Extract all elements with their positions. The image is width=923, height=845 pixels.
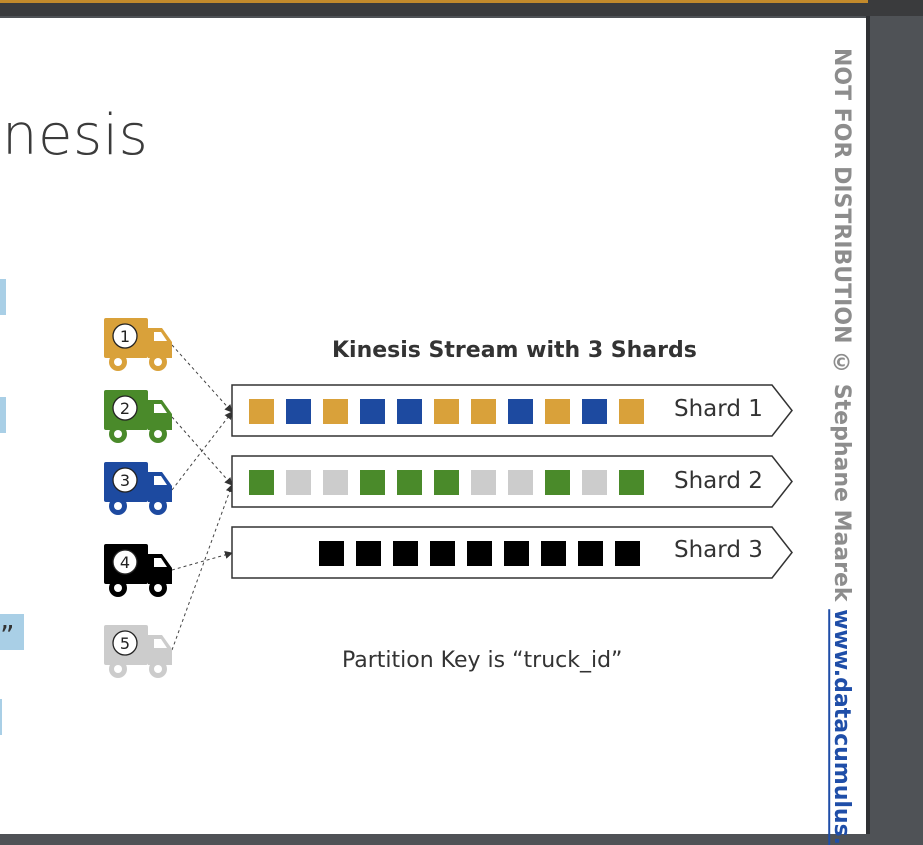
partition-arrows <box>171 344 234 651</box>
record-square <box>393 541 418 566</box>
truck-icon: 2 <box>104 390 172 443</box>
truck-icon: 3 <box>104 462 172 515</box>
truck-number-badge <box>112 467 138 493</box>
truck-icon: 4 <box>104 544 172 597</box>
record-square <box>508 399 533 424</box>
partition-arrow <box>171 484 234 651</box>
record-square <box>319 541 344 566</box>
shard-shapes <box>231 384 793 579</box>
shard-3 <box>231 526 793 579</box>
record-square <box>541 541 566 566</box>
window-accent-bar <box>0 0 868 3</box>
shard-1-label: Shard 1 <box>674 396 763 422</box>
bullet-highlight-block <box>0 279 6 315</box>
record-square <box>434 470 459 495</box>
record-square <box>360 470 385 495</box>
record-square <box>323 470 348 495</box>
record-square <box>545 470 570 495</box>
record-square <box>286 470 311 495</box>
record-square <box>619 399 644 424</box>
record-square <box>249 470 274 495</box>
window-top-bar <box>0 0 923 16</box>
record-square <box>471 399 496 424</box>
truck-number-label: 5 <box>120 634 130 653</box>
record-square <box>471 470 496 495</box>
watermark-text: NOT FOR DISTRIBUTION © Stephane Maarek <box>829 48 854 610</box>
truck-icon: 5 <box>104 625 172 678</box>
truck-number-label: 1 <box>120 327 130 346</box>
shard-1 <box>231 384 793 437</box>
record-square <box>467 541 492 566</box>
bullet-highlight-block <box>0 699 2 735</box>
shard-2 <box>231 455 793 508</box>
watermark-link[interactable]: www.datacumulus. <box>829 609 854 845</box>
shard-2-label: Shard 2 <box>674 468 763 494</box>
record-square <box>323 399 348 424</box>
record-square <box>508 470 533 495</box>
partition-arrow <box>171 411 233 491</box>
record-square <box>619 470 644 495</box>
record-square <box>356 541 381 566</box>
record-square <box>397 470 422 495</box>
record-square <box>545 399 570 424</box>
truck-number-badge <box>112 323 138 349</box>
record-square <box>397 399 422 424</box>
record-square <box>504 541 529 566</box>
kinesis-diagram: 1 2 3 4 5 <box>104 318 793 678</box>
record-square <box>615 541 640 566</box>
partition-arrow <box>171 344 233 413</box>
record-square <box>582 399 607 424</box>
slide-edge-shadow <box>866 16 870 834</box>
watermark: NOT FOR DISTRIBUTION © Stephane Maarek w… <box>824 48 858 845</box>
truck-number-label: 2 <box>120 399 130 418</box>
partition-key-note: Partition Key is “truck_id” <box>342 648 623 673</box>
record-square <box>582 470 607 495</box>
record-square <box>578 541 603 566</box>
diagram-title: Kinesis Stream with 3 Shards <box>332 338 697 363</box>
partition-arrow <box>171 551 233 571</box>
bullet-highlight-block <box>0 614 24 650</box>
record-square <box>249 399 274 424</box>
bullet-highlight-block <box>0 397 6 433</box>
record-square <box>360 399 385 424</box>
record-square <box>434 399 459 424</box>
truck-number-badge <box>112 395 138 421</box>
shard-3-label: Shard 3 <box>674 537 763 563</box>
record-square <box>286 399 311 424</box>
truck-number-badge <box>112 630 138 656</box>
truck-number-badge <box>112 549 138 575</box>
slide-title: nesis <box>2 103 149 168</box>
slide-canvas: nesis ” 1 2 3 4 5 Kinesis Stream with 3 Shar… <box>0 18 866 845</box>
truck-number-label: 3 <box>120 471 130 490</box>
truck-icon: 1 <box>104 318 172 371</box>
clipped-quote-mark: ” <box>0 619 15 652</box>
truck-number-label: 4 <box>120 553 130 572</box>
truck-layer: 1 2 3 4 5 <box>104 318 172 678</box>
record-square <box>430 541 455 566</box>
